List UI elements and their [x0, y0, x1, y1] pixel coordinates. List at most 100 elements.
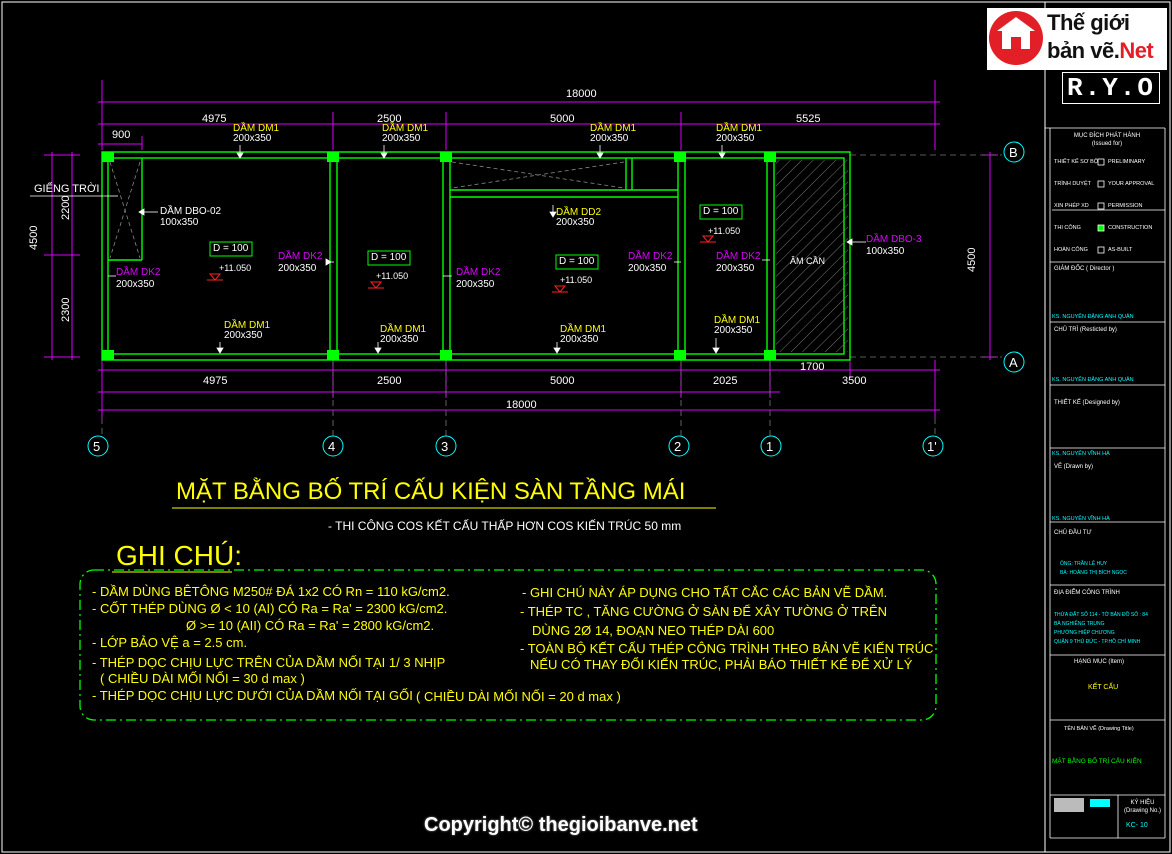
- tb-opt-5-value: AS-BUILT: [1108, 247, 1133, 253]
- note-right-1: - GHI CHÚ NÀY ÁP DỤNG CHO TẤT CẮC CÁC BẢ…: [522, 585, 888, 600]
- tb-opt-3-value: PERMISSION: [1108, 203, 1143, 209]
- tb-category-value: KẾT CẤU: [1088, 684, 1119, 691]
- slab-level-1: +11.050: [219, 263, 252, 273]
- stair-label: ÂM CẦN: [790, 256, 826, 266]
- tb-purpose: MỤC ĐÍCH PHÁT HÀNH(Issued for): [1073, 133, 1141, 147]
- slab-level-4: +11.050: [708, 226, 741, 236]
- slab-d-4: D = 100: [703, 206, 739, 217]
- company-logo: R.Y.O: [1062, 72, 1160, 104]
- issue-checkboxes: [1097, 158, 1105, 254]
- dim-bot-seg-4: 2025: [713, 375, 738, 387]
- axis-1-prime: 1': [927, 439, 937, 454]
- notes-heading: GHI CHÚ:: [116, 540, 242, 571]
- house-icon: [989, 11, 1043, 65]
- dim-left-total: 4500: [28, 225, 40, 250]
- dim-bot-seg-2: 2500: [377, 375, 402, 387]
- dim-left-lower: 2300: [60, 297, 72, 322]
- dim-top-total: 18000: [566, 88, 597, 100]
- notes-border: [79, 569, 937, 721]
- drawing-title: MẶT BẰNG BỐ TRÍ CẤU KIỆN SÀN TẦNG MÁI: [176, 478, 686, 505]
- drawing-subtitle: - THI CÔNG COS KẾT CẤU THẤP HƠN COS KIẾN…: [328, 519, 682, 533]
- note-left-6: ( CHIỀU DÀI MỐI NỐI = 30 d max ): [100, 671, 305, 686]
- tb-owner-2: BÀ: HOÀNG THỊ BÍCH NGỌC: [1060, 570, 1127, 576]
- axis-4: 4: [328, 439, 336, 454]
- title-block-grid: [1045, 127, 1166, 839]
- tb-opt-3-label: XIN PHÉP XD: [1054, 203, 1089, 209]
- logo-line2: bản vẽ.Net: [1047, 38, 1154, 63]
- tb-opt-5-label: HOÀN CÔNG: [1054, 247, 1088, 253]
- tb-loc-1: THỬA ĐẤT SỐ 114 - TỜ BẢN ĐỒ SỐ : 84: [1054, 612, 1148, 618]
- tb-drawing-title-value: MẶT BẰNG BỐ TRÍ CẤU KIỆN: [1052, 758, 1142, 765]
- dim-bot-sub-1: 1700: [800, 361, 825, 373]
- note-right-2: - THÉP TC , TĂNG CƯỜNG Ở SÀN ĐỂ XÂY TƯỜN…: [520, 604, 888, 619]
- tb-draw-name: KS. NGUYỄN VĨNH HÀ: [1052, 516, 1110, 522]
- tb-draw: VẼ (Drawn by): [1054, 464, 1094, 470]
- note-left-2: - CỐT THÉP DÙNG Ø < 10 (AI) CÓ Ra = Ra' …: [92, 601, 448, 616]
- tb-loc-2: BÀ NGHIÊNG TRUNG: [1054, 621, 1105, 627]
- stair-hatch: [776, 160, 848, 352]
- tb-opt-2-value: YOUR APPROVAL: [1108, 181, 1155, 187]
- dim-bot-sub-2: 3500: [842, 375, 867, 387]
- tb-category: HẠNG MỤC (Item): [1074, 659, 1124, 665]
- note-right-5: NẾU CÓ THAY ĐỔI KIẾN TRÚC, PHẢI BÁO THIẾ…: [530, 657, 913, 672]
- note-left-1: - DẦM DÙNG BÊTÔNG M250# ĐÁ 1x2 CÓ Rn = 1…: [92, 584, 450, 599]
- row-a: A: [1009, 355, 1018, 370]
- dim-bot-seg-1: 4975: [203, 375, 228, 387]
- copyright-watermark: Copyright© thegioibanve.net: [424, 814, 698, 836]
- dim-left-upper: 2200: [60, 195, 72, 220]
- dim-right-total: 4500: [966, 247, 978, 272]
- note-left-8: ( CHIỀU DÀI MỐI NỐI = 20 d max ): [416, 689, 621, 704]
- tb-sign-value: KC- 10: [1126, 822, 1148, 829]
- tb-design-name: KS. NGUYỄN VĨNH HÀ: [1052, 451, 1110, 457]
- dim-top-seg-1: 4975: [202, 113, 227, 125]
- axis-3: 3: [441, 439, 449, 454]
- tb-opt-4-label: THI CÔNG: [1054, 225, 1081, 231]
- floor-plan: [30, 80, 1025, 457]
- axis-5: 5: [93, 439, 101, 454]
- tb-sign: KÝ HIỆU(Drawing No.): [1124, 800, 1162, 814]
- tb-owner: CHỦ ĐẦU TƯ: [1054, 530, 1092, 536]
- slab-d-3: D = 100: [559, 256, 595, 267]
- dim-top-sub: 900: [112, 129, 131, 141]
- slab-level-2: +11.050: [376, 271, 409, 281]
- tb-resp-name: KS. NGUYỄN ĐẶNG ANH QUÂN: [1052, 377, 1134, 383]
- slab-d-1: D = 100: [213, 243, 249, 254]
- dim-bot-seg-3: 5000: [550, 375, 575, 387]
- scale-block-color: [1090, 799, 1110, 807]
- note-right-4: - TOÀN BỘ KẾT CẤU THÉP CÔNG TRÌNH THEO B…: [520, 641, 934, 656]
- scale-block: [1054, 798, 1084, 812]
- row-b: B: [1009, 145, 1018, 160]
- slab-level-3: +11.050: [560, 275, 593, 285]
- note-left-3: Ø >= 10 (AII) CÓ Ra = Ra' = 2800 kG/cm2.: [186, 618, 435, 633]
- tb-director-name: KS. NGUYỄN ĐẶNG ANH QUÂN: [1052, 314, 1134, 320]
- logo-line1: Thế giới: [1047, 10, 1130, 35]
- logo-box[interactable]: Thế giới bản vẽ.Net: [987, 8, 1167, 70]
- tb-director: GIÁM ĐỐC ( Director ): [1054, 266, 1115, 272]
- tb-design: THIẾT KẾ (Designed by): [1054, 400, 1120, 406]
- tb-location: ĐỊA ĐIỂM CÔNG TRÌNH: [1054, 590, 1120, 596]
- note-left-4: - LỚP BẢO VỆ a = 2.5 cm.: [92, 635, 248, 650]
- slab-d-2: D = 100: [371, 252, 407, 263]
- tb-resp: CHỦ TRÌ (Resticted by): [1054, 327, 1117, 333]
- tb-opt-4-value: CONSTRUCTION: [1108, 225, 1153, 231]
- tb-opt-2-label: TRÌNH DUYỆT: [1054, 181, 1091, 187]
- axis-1: 1: [766, 439, 774, 454]
- dim-bot-total: 18000: [506, 399, 537, 411]
- tb-loc-3: PHƯỜNG HIỆP CHƯƠNG: [1054, 630, 1115, 636]
- tb-loc-4: QUẬN 9 THỦ ĐỨC - TP.HỒ CHÍ MINH: [1054, 639, 1141, 645]
- tb-opt-1-label: THIẾT KẾ SƠ BỘ: [1054, 159, 1099, 165]
